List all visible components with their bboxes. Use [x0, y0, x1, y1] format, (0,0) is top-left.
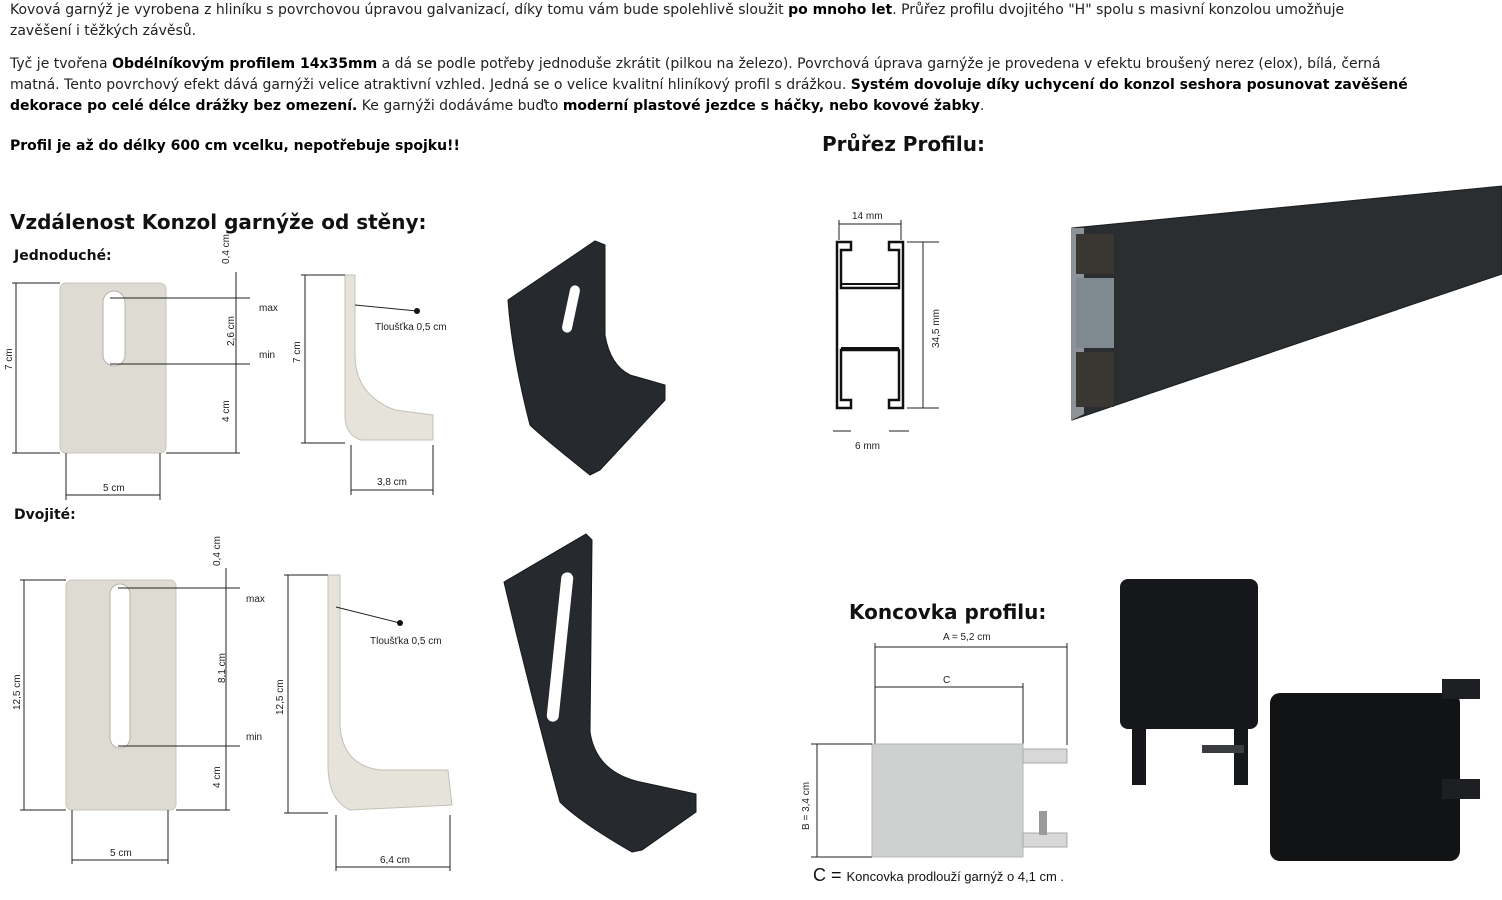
intro-paragraph-1: Kovová garnýž je vyrobena z hliníku s po… [10, 2, 1345, 39]
endcap-black-front [1270, 693, 1460, 861]
double-black-bracket-shape [503, 533, 697, 853]
heading-endcap: Koncovka profilu: [849, 600, 1047, 624]
heading-double: Dvojité: [14, 507, 76, 523]
bracket-plate [59, 282, 167, 454]
single-bracket-side-drawing: 7 cm Tloušťka 0,5 cm 3,8 cm [292, 274, 447, 495]
heading-distance: Vzdálenost Konzol garnýže od stěny: [10, 210, 427, 234]
single-bottom-label: 4 cm [221, 400, 232, 422]
endcap-note: C = Koncovka prodlouží garnýž o 4,1 cm . [813, 865, 1065, 885]
single-height-label: 7 cm [4, 348, 15, 370]
double-side-height-label: 12,5 cm [275, 679, 286, 715]
double-thickness-label: Tloušťka 0,5 cm [370, 636, 442, 647]
double-max-label: max [246, 594, 265, 605]
single-width-label: 5 cm [103, 483, 125, 494]
bracket-slot [102, 290, 126, 367]
bar-face [1071, 185, 1502, 421]
single-slot-label: 2,6 cm [226, 316, 237, 346]
side-profile [344, 274, 434, 441]
black-bracket-shape [507, 240, 666, 476]
double-slot-label: 8,1 cm [217, 653, 228, 683]
double-width-label: 5 cm [110, 848, 132, 859]
double-bracket-slot [109, 583, 131, 749]
heading-profile: Průřez Profilu: [822, 132, 985, 156]
single-top-gap-label: 0,4 cm [221, 234, 232, 264]
heading-single: Jednoduché: [14, 248, 112, 264]
single-max-label: max [259, 303, 278, 314]
single-thickness-label: Tloušťka 0,5 cm [375, 322, 447, 333]
endcap-photo [1120, 579, 1480, 861]
profile-outline [835, 240, 905, 410]
endcap-body [871, 743, 1024, 858]
profile-width-label: 14 mm [852, 211, 883, 222]
intro-paragraph-2: Tyč je tvořena Obdélníkovým profilem 14x… [10, 56, 1408, 114]
double-depth-label: 6,4 cm [380, 855, 410, 866]
double-bottom-label: 4 cm [212, 766, 223, 788]
profile-cross-section-drawing: 14 mm 34,5 mm 6 mm [833, 211, 942, 452]
single-depth-label: 3,8 cm [377, 477, 407, 488]
double-min-label: min [246, 732, 262, 743]
double-height-label: 12,5 cm [12, 674, 23, 710]
endcap-drawing: A = 5,2 cm C B = 3,4 cm [801, 632, 1068, 858]
endcap-b-label: B = 3,4 cm [801, 782, 812, 830]
endcap-a-label: A = 5,2 cm [943, 632, 991, 643]
single-bracket-front-drawing: 7 cm 0,4 cm 2,6 cm 4 cm max min 5 cm [4, 234, 278, 500]
double-top-gap-label: 0,4 cm [212, 536, 223, 566]
single-min-label: min [259, 350, 275, 361]
single-side-height-label: 7 cm [292, 341, 303, 363]
double-side-profile [327, 574, 453, 811]
double-bracket-front-drawing: 12,5 cm 0,4 cm 8,1 cm 4 cm max min 5 cm [12, 536, 265, 864]
single-bracket-black-photo [507, 240, 666, 476]
double-bracket-black-photo [503, 533, 697, 853]
intro-paragraph-3: Profil je až do délky 600 cm vcelku, nep… [10, 138, 460, 154]
profile-bar-photo [1071, 185, 1502, 421]
endcap-black-back [1120, 579, 1258, 729]
profile-height-label: 34,5 mm [931, 309, 942, 348]
endcap-c-label: C [943, 675, 950, 686]
double-bracket-side-drawing: 12,5 cm Tloušťka 0,5 cm 6,4 cm [275, 574, 453, 871]
profile-groove-label: 6 mm [855, 441, 880, 452]
